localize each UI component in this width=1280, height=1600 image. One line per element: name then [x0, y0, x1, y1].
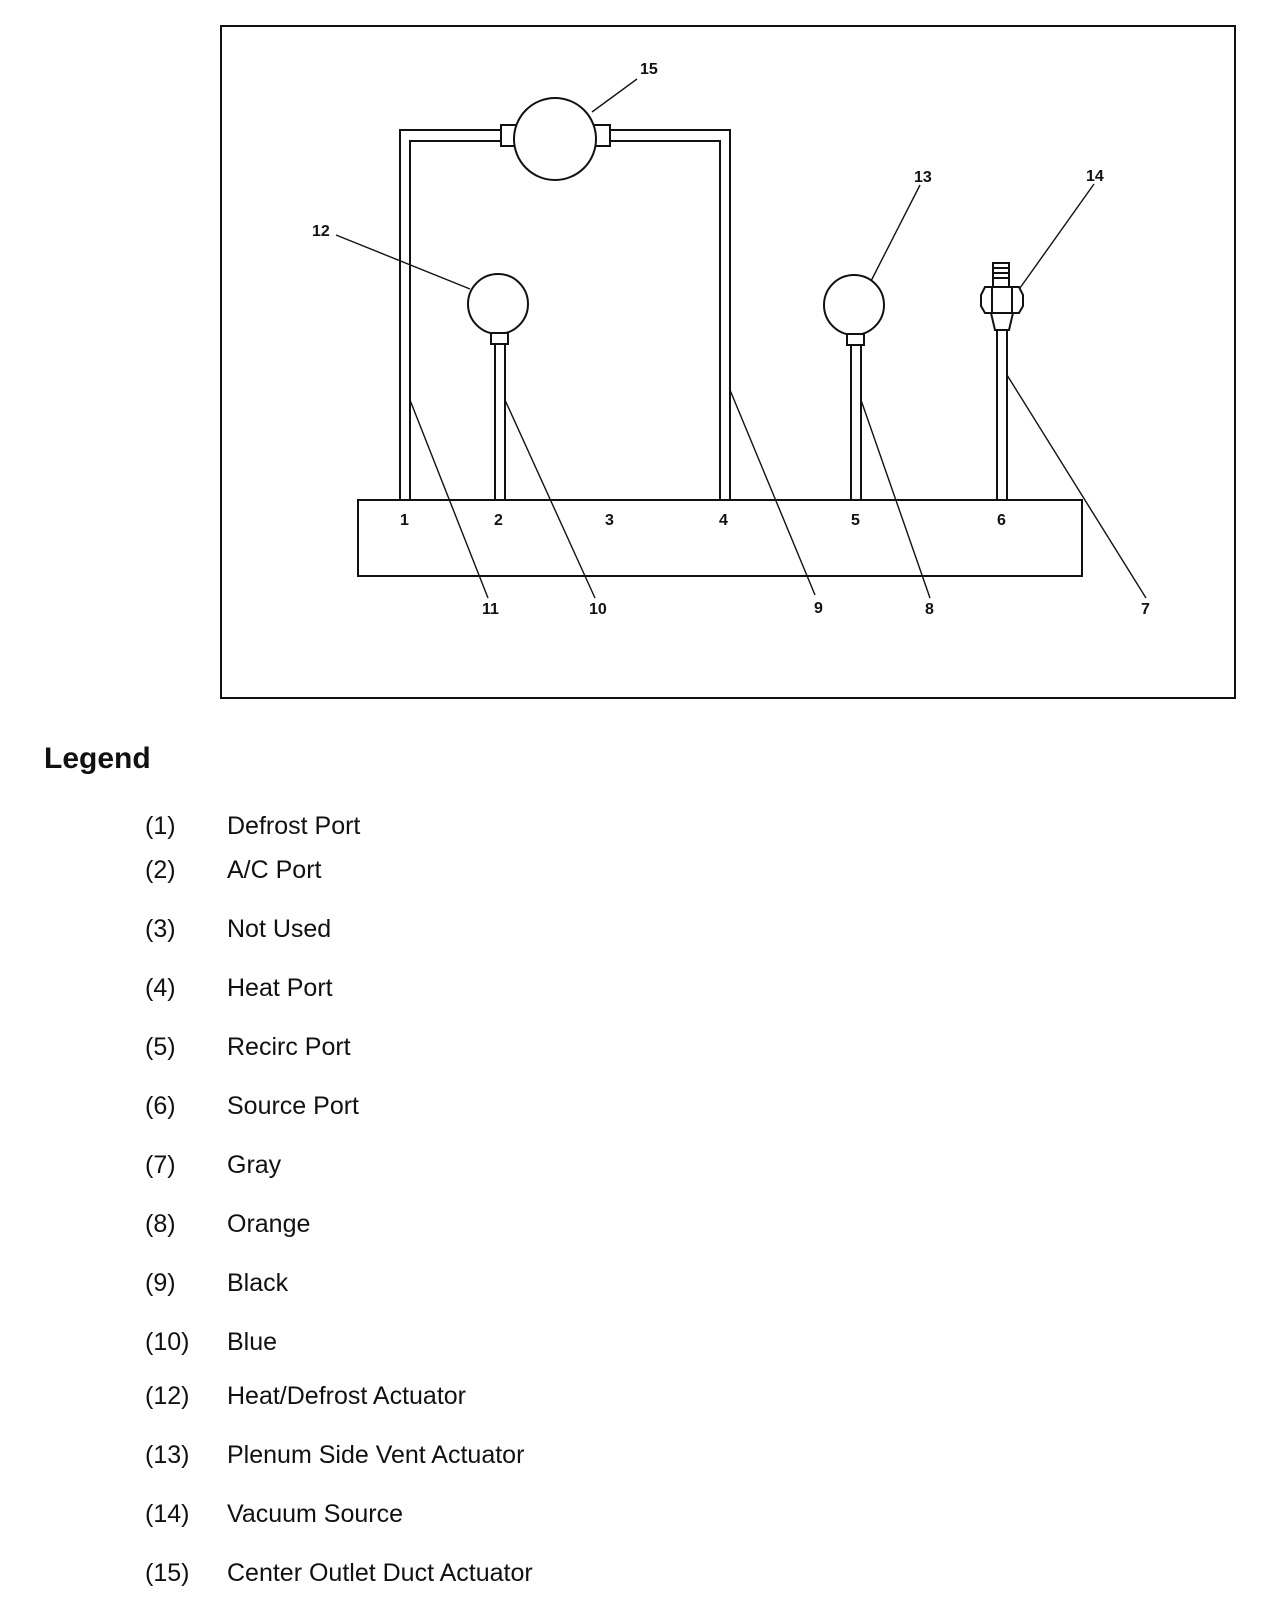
callout-14: 14 [1086, 168, 1104, 185]
legend-label: Plenum Side Vent Actuator [227, 1441, 525, 1469]
legend-label: Orange [227, 1210, 311, 1238]
legend-item: (3) Not Used [0, 915, 900, 947]
legend-number: (15) [145, 1559, 190, 1587]
callout-10: 10 [589, 601, 607, 618]
port-number-3: 3 [605, 512, 614, 529]
legend-label: Defrost Port [227, 812, 361, 840]
callout-7: 7 [1141, 601, 1150, 618]
port-number-2: 2 [494, 512, 503, 529]
hose-loop-inner [409, 140, 721, 500]
legend-label: Blue [227, 1328, 278, 1356]
legend-item: (4) Heat Port [0, 974, 900, 1006]
legend-item: (13) Plenum Side Vent Actuator [0, 1441, 900, 1473]
callout-9: 9 [814, 600, 823, 617]
vacuum-source-fitting [980, 262, 1024, 331]
legend-title: Legend [44, 742, 151, 775]
callout-15: 15 [640, 61, 658, 78]
legend-number: (8) [145, 1210, 176, 1238]
legend-label: Heat/Defrost Actuator [227, 1382, 467, 1410]
legend-item: (7) Gray [0, 1151, 900, 1183]
legend-number: (4) [145, 974, 176, 1002]
legend-item: (2) A/C Port [0, 856, 900, 888]
legend-label: Vacuum Source [227, 1500, 404, 1528]
hose-loop-outer [399, 129, 731, 500]
legend-label: A/C Port [227, 856, 322, 884]
legend-item: (15) Center Outlet Duct Actuator [0, 1559, 900, 1591]
legend-label: Recirc Port [227, 1033, 351, 1061]
callout-11: 11 [482, 601, 499, 618]
vacuum-harness-connector [357, 499, 1083, 577]
legend-number: (7) [145, 1151, 176, 1179]
legend-item: (8) Orange [0, 1210, 900, 1242]
actuator-12-fitting [490, 332, 509, 345]
port-number-4: 4 [719, 512, 728, 529]
legend-label: Center Outlet Duct Actuator [227, 1559, 533, 1587]
legend-item: (14) Vacuum Source [0, 1500, 900, 1532]
diagram-frame [220, 25, 1236, 699]
legend-label: Not Used [227, 915, 332, 943]
legend-label: Heat Port [227, 974, 333, 1002]
legend-number: (3) [145, 915, 176, 943]
port-number-5: 5 [851, 512, 860, 529]
legend-item: (10) Blue [0, 1328, 900, 1360]
vacuum-hose-diagram: 15 12 13 14 11 10 9 8 7 1 2 3 4 5 6 [220, 25, 1236, 699]
legend-number: (2) [145, 856, 176, 884]
callout-13: 13 [914, 169, 932, 186]
legend-label: Black [227, 1269, 289, 1297]
legend-item: (12) Heat/Defrost Actuator [0, 1382, 900, 1414]
callout-12: 12 [312, 223, 330, 240]
port-number-6: 6 [997, 512, 1006, 529]
leader-lines [335, 78, 1147, 599]
legend-number: (5) [145, 1033, 176, 1061]
port-number-1: 1 [400, 512, 409, 529]
legend-item: (5) Recirc Port [0, 1033, 900, 1065]
legend-item: (9) Black [0, 1269, 900, 1301]
legend-number: (10) [145, 1328, 190, 1356]
heat-defrost-actuator [467, 273, 529, 335]
callout-8: 8 [925, 601, 934, 618]
plenum-side-vent-actuator [823, 274, 885, 336]
legend-number: (13) [145, 1441, 190, 1469]
actuator-13-fitting [846, 333, 865, 346]
center-outlet-duct-actuator [513, 97, 597, 181]
legend-number: (1) [145, 812, 176, 840]
legend-item: (1) Defrost Port [0, 812, 900, 844]
legend-label: Gray [227, 1151, 282, 1179]
legend-number: (6) [145, 1092, 176, 1120]
legend-item: (6) Source Port [0, 1092, 900, 1124]
legend-number: (12) [145, 1382, 190, 1410]
legend-label: Source Port [227, 1092, 360, 1120]
legend-number: (14) [145, 1500, 190, 1528]
legend-number: (9) [145, 1269, 176, 1297]
